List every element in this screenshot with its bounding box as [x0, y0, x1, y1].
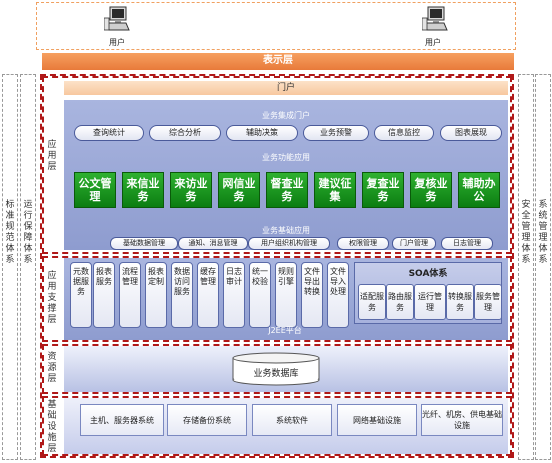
security-system-label: 安全管理体系: [521, 200, 531, 265]
soa-item-service-management: 服务管理: [474, 284, 502, 320]
user-label-right: 用户: [425, 38, 441, 47]
function-item-document: 公文管理: [74, 172, 116, 208]
function-item-recheck: 复核业务: [410, 172, 452, 208]
function-item-online-letters: 网信业务: [218, 172, 260, 208]
base-item-permissions: 权限管理: [337, 237, 389, 250]
presentation-layer: 表示层: [42, 53, 514, 70]
side-column-right-inner: [518, 74, 534, 460]
application-layer-label: 应用层: [47, 140, 57, 172]
resource-layer-label: 资源层: [47, 352, 57, 384]
integration-item-decision-support: 辅助决策: [226, 125, 298, 141]
infra-item-servers: 主机、服务器系统: [80, 404, 164, 436]
base-app-title: 业务基础应用: [262, 226, 310, 235]
system-management-label: 系统管理体系: [538, 200, 548, 265]
support-column-rule-engine: 规则引擎: [275, 262, 297, 328]
database-label: 业务数据库: [253, 369, 299, 379]
function-item-office: 辅助办公: [458, 172, 500, 208]
base-item-log-management: 日志管理: [441, 237, 493, 250]
function-item-suggestions: 建议征集: [314, 172, 356, 208]
infra-layer-label: 基础设施层: [47, 400, 57, 454]
side-column-left-inner: [20, 74, 36, 460]
integration-title: 业务集成门户: [262, 111, 310, 120]
support-column-file-export: 文件导出转换: [301, 262, 323, 328]
user-label-left: 用户: [109, 38, 125, 47]
base-item-user-org: 用户组织机构管理: [248, 237, 330, 250]
support-column-validation: 统一校验: [249, 262, 271, 328]
standards-system-label: 标准规范体系: [5, 200, 15, 265]
integration-item-comprehensive-analysis: 综合分析: [149, 125, 221, 141]
side-column-right-outer: [535, 74, 551, 460]
support-layer-frame: [42, 256, 512, 342]
support-column-cache: 缓存管理: [197, 262, 219, 328]
side-column-left-outer: [2, 74, 18, 460]
resource-layer-frame: [42, 344, 512, 394]
base-item-notification: 通知、消息管理: [178, 237, 248, 250]
integration-item-business-alert: 业务预警: [303, 125, 369, 141]
support-column-report-custom: 报表定制: [145, 262, 167, 328]
support-layer-label: 应用支撑层: [47, 271, 57, 325]
support-column-file-import: 文件导入处理: [327, 262, 349, 328]
soa-title: SOA体系: [408, 269, 448, 279]
infra-item-facilities: 光纤、机房、供电基础设施: [421, 404, 503, 436]
soa-item-adapter: 适配服务: [358, 284, 386, 320]
function-item-review: 复查业务: [362, 172, 404, 208]
infra-layer-frame: [42, 396, 512, 456]
soa-item-conversion: 转换服务: [446, 284, 474, 320]
operations-system-label: 运行保障体系: [23, 200, 33, 265]
function-title: 业务功能应用: [262, 153, 310, 162]
j2ee-platform-label: J2EE平台: [268, 326, 302, 335]
support-column-metadata: 元数据服务: [70, 262, 92, 328]
support-column-report-service: 报表服务: [93, 262, 115, 328]
function-item-visits: 来访业务: [170, 172, 212, 208]
support-column-log-audit: 日志审计: [223, 262, 245, 328]
function-item-supervision: 督查业务: [266, 172, 308, 208]
user-area: [36, 2, 516, 50]
computer-icon-left: [103, 6, 130, 38]
infra-item-system-software: 系统软件: [252, 404, 332, 436]
computer-icon-right: [421, 6, 448, 38]
function-item-letters: 来信业务: [122, 172, 164, 208]
database-cylinder-icon: [232, 352, 320, 390]
soa-item-routing: 路由服务: [386, 284, 414, 320]
support-column-data-access: 数据访问服务: [171, 262, 193, 328]
support-column-workflow: 流程管理: [119, 262, 141, 328]
integration-item-query-stats: 查询统计: [74, 125, 144, 141]
base-item-data-management: 基础数据管理: [110, 237, 178, 250]
portal-bar: 门户: [64, 81, 508, 95]
integration-item-chart-display: 图表展现: [440, 125, 502, 141]
base-item-portal-management: 门户管理: [392, 237, 436, 250]
soa-item-operations: 运行管理: [414, 284, 446, 320]
layers-frame: [40, 74, 514, 458]
application-layer-frame: [42, 76, 512, 254]
integration-item-info-monitor: 信息监控: [374, 125, 434, 141]
infra-item-storage: 存储备份系统: [167, 404, 247, 436]
infra-item-network: 网络基础设施: [337, 404, 417, 436]
